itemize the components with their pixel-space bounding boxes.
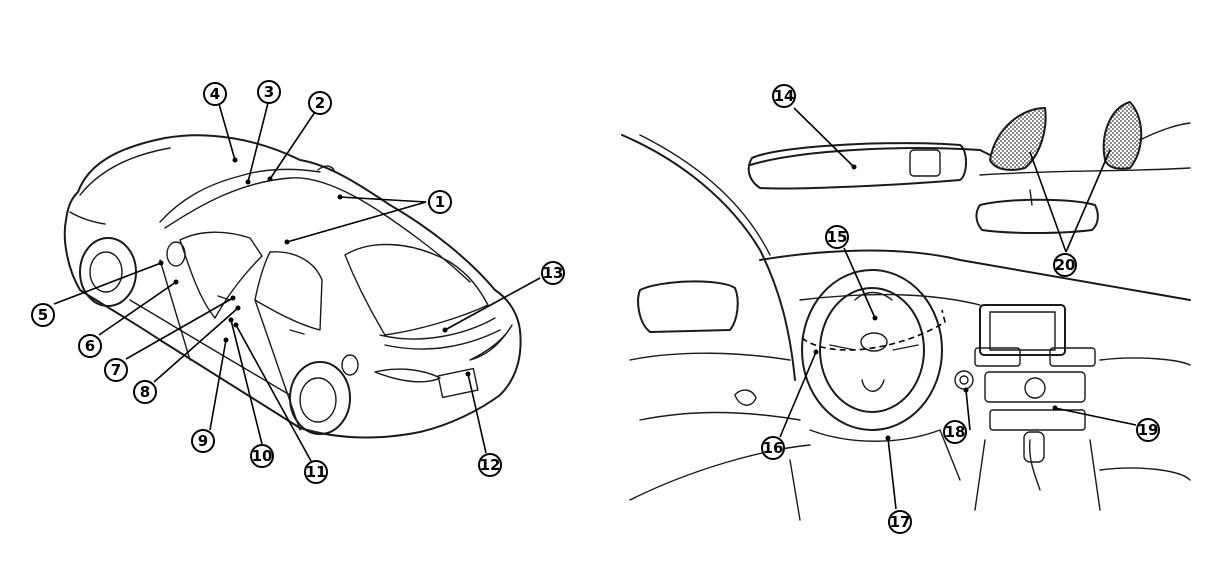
- callout-6: 6: [78, 334, 102, 358]
- callout-13: 13: [541, 261, 565, 285]
- callout-20: 20: [1053, 253, 1077, 277]
- callout-3: 3: [257, 80, 281, 104]
- callout-7: 7: [104, 358, 128, 382]
- callout-label: 15: [827, 228, 848, 246]
- callout-label: 8: [140, 383, 150, 401]
- callout-label: 18: [945, 423, 966, 441]
- callout-18: 18: [943, 420, 967, 444]
- callout-15: 15: [825, 225, 849, 249]
- callout-label: 17: [890, 513, 911, 531]
- callout-19: 19: [1136, 418, 1160, 442]
- callout-label: 13: [543, 264, 564, 282]
- callout-10: 10: [250, 444, 274, 468]
- callout-2: 2: [308, 91, 332, 115]
- callout-5: 5: [31, 303, 55, 327]
- exterior-car-illustration: [63, 134, 522, 439]
- callout-label: 5: [38, 306, 48, 324]
- callout-12: 12: [478, 453, 502, 477]
- callout-label: 16: [763, 439, 784, 457]
- leader-lines: [53, 102, 1137, 510]
- callout-14: 14: [772, 84, 796, 108]
- callout-label: 11: [306, 463, 327, 481]
- callout-16: 16: [761, 436, 785, 460]
- callout-label: 6: [85, 337, 95, 355]
- callout-11: 11: [304, 460, 328, 484]
- callout-label: 9: [198, 432, 208, 450]
- callout-label: 1: [435, 193, 445, 211]
- callout-label: 20: [1055, 256, 1076, 274]
- callout-label: 19: [1138, 421, 1159, 439]
- callout-label: 3: [264, 83, 274, 101]
- callout-label: 2: [315, 94, 325, 112]
- callout-9: 9: [191, 429, 215, 453]
- callout-8: 8: [133, 380, 157, 404]
- interior-cabin-illustration: [621, 100, 1191, 521]
- callout-label: 12: [480, 456, 501, 474]
- callout-4: 4: [203, 82, 227, 106]
- callout-label: 14: [774, 87, 795, 105]
- callout-label: 7: [111, 361, 121, 379]
- callout-label: 4: [210, 85, 220, 103]
- callout-17: 17: [888, 510, 912, 534]
- callout-label: 10: [252, 447, 273, 465]
- callout-1: 1: [428, 190, 452, 214]
